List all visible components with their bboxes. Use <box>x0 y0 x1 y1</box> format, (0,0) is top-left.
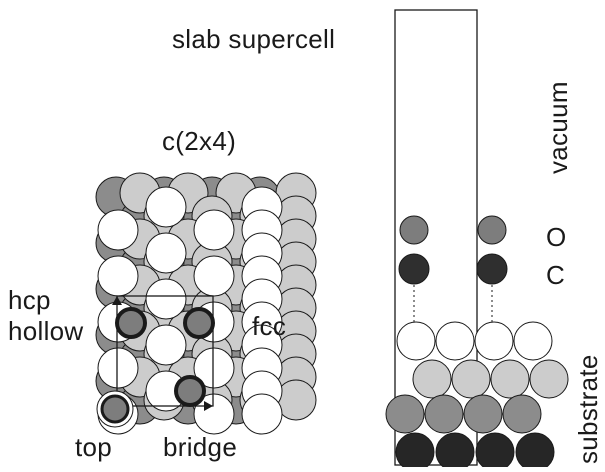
first-layer-atoms <box>97 186 283 435</box>
surface-cell-label: c(2x4) <box>162 126 237 156</box>
first-layer-atom <box>241 393 283 435</box>
fcc-site-label: fcc <box>252 311 287 341</box>
co-adsorbates <box>96 307 215 428</box>
substrate-deep-atom <box>395 432 435 472</box>
first-layer-atom <box>193 255 235 297</box>
first-layer-atom <box>145 186 187 228</box>
substrate-second-atom <box>529 359 569 399</box>
first-layer-atom <box>145 324 187 366</box>
substrate-top-atom <box>435 321 475 361</box>
substrate-third-atom <box>424 394 464 434</box>
carbon-atom <box>398 253 430 285</box>
substrate-second-atom <box>451 359 491 399</box>
hollow-site-label: hollow <box>8 316 84 346</box>
substrate-top-atom <box>474 321 514 361</box>
hcp-site-label: hcp <box>8 285 51 315</box>
substrate-label: substrate <box>573 354 603 464</box>
carbon-label: C <box>546 260 566 290</box>
supercell-rect <box>394 9 478 466</box>
substrate-top-atom <box>396 321 436 361</box>
substrate-third-atom <box>502 394 542 434</box>
substrate-second-atom <box>412 359 452 399</box>
co-molecule <box>115 307 147 339</box>
first-layer-atom <box>97 209 139 251</box>
oxygen-atom <box>399 215 429 245</box>
cell-arrow-right <box>204 401 213 411</box>
first-layer-atom <box>97 347 139 389</box>
substrate-deep-atom <box>515 432 555 472</box>
oxygen-atom <box>477 215 507 245</box>
substrate-third-atom <box>463 394 503 434</box>
unit-cell-rect <box>116 295 214 407</box>
slab-atoms <box>385 215 569 472</box>
carbon-atom <box>476 253 508 285</box>
slab-supercell-box <box>394 9 493 466</box>
substrate-deep-atom <box>475 432 515 472</box>
substrate-top-atom <box>513 321 553 361</box>
vacuum-label: vacuum <box>543 81 573 174</box>
co-molecule <box>183 307 215 339</box>
oxygen-label: O <box>546 222 567 252</box>
cell-arrow-up <box>112 296 122 305</box>
substrate-second-atom <box>490 359 530 399</box>
first-layer-atom <box>97 255 139 297</box>
first-layer-atom <box>193 347 235 389</box>
substrate-third-atom <box>385 394 425 434</box>
substrate-deep-atom <box>435 432 475 472</box>
first-layer-atom <box>145 278 187 320</box>
top-site-label: top <box>75 432 113 462</box>
first-layer-atom <box>145 232 187 274</box>
co-molecule <box>174 375 206 407</box>
co-molecule <box>100 394 130 424</box>
bridge-site-label: bridge <box>163 432 238 462</box>
first-layer-atom <box>193 209 235 251</box>
unit-cell-outline <box>112 295 214 411</box>
title-label: slab supercell <box>172 24 336 54</box>
